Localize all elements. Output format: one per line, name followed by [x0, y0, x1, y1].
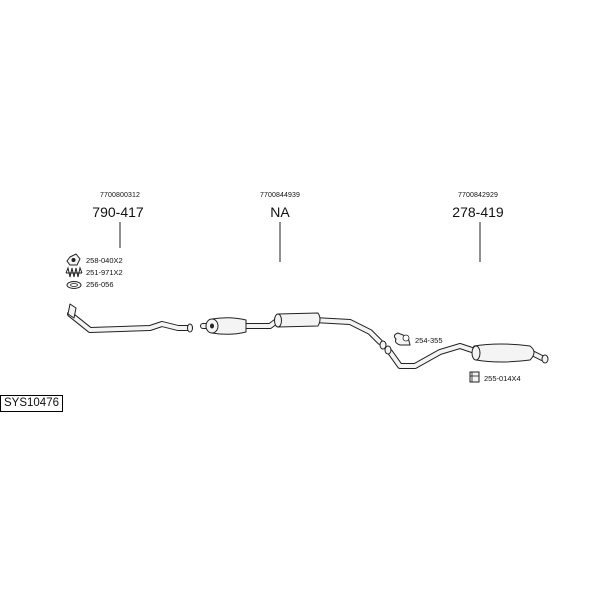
spring-icon [65, 266, 83, 278]
fitting-label-mount: 255-014X4 [484, 374, 521, 383]
rubber-mount-icon [469, 371, 480, 383]
middle-section [200, 312, 387, 350]
rear-box [384, 343, 549, 369]
fitting-label-nut: 258-040X2 [86, 256, 123, 265]
system-code-label: SYS10476 [0, 395, 63, 412]
fitting-label-clamp: 254-355 [415, 336, 443, 345]
clamp-icon [393, 332, 411, 346]
nut-icon [66, 253, 81, 266]
oem-number-middle: 7700844939 [260, 192, 300, 199]
front-pipe [67, 303, 193, 333]
oem-number-front: 7700800312 [100, 192, 140, 199]
part-ref-rear: 278-419 [452, 204, 504, 220]
oem-number-rear: 7700842929 [458, 192, 498, 199]
part-ref-front: 790-417 [92, 204, 144, 220]
gasket-ring-icon [66, 281, 82, 289]
part-ref-middle: NA [270, 204, 290, 220]
fitting-label-spring: 251-971X2 [86, 268, 123, 277]
fitting-label-gasket: 256-056 [86, 280, 114, 289]
